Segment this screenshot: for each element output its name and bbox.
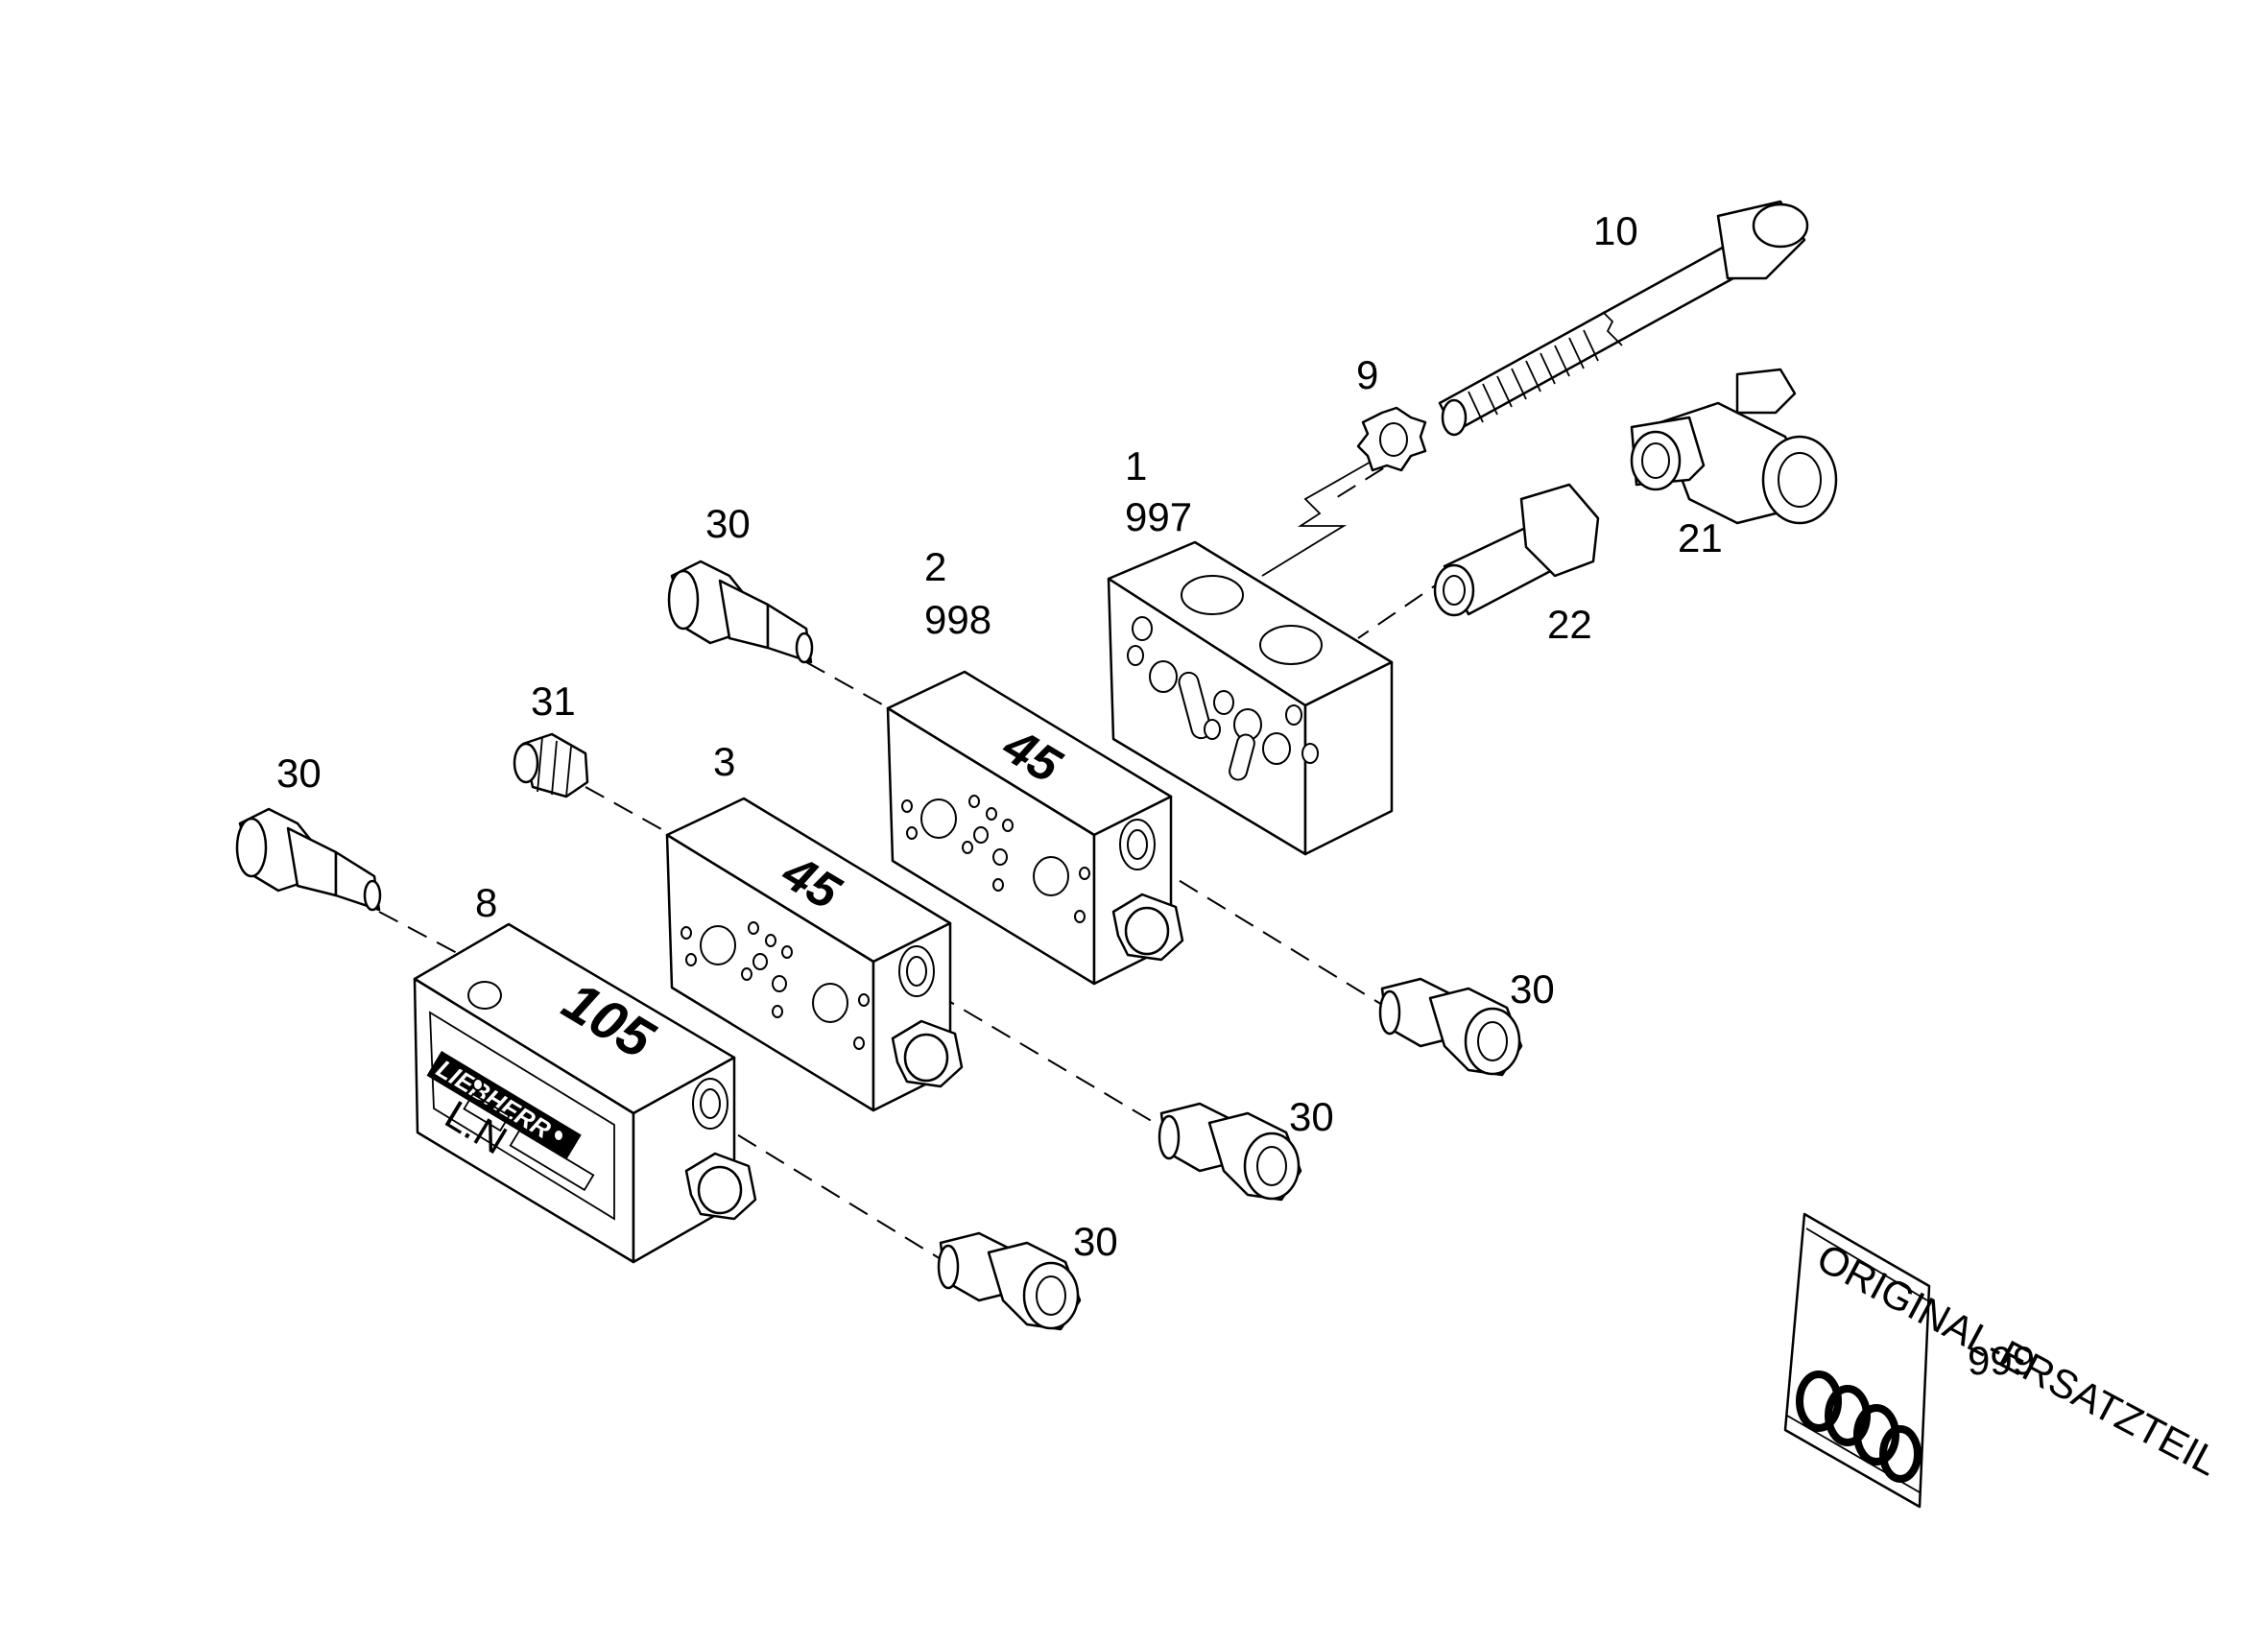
- block-8: 105 LIEBHERR L.N: [413, 922, 757, 1264]
- callout-9: 9: [1356, 352, 1378, 397]
- fitting-30-right-3: [937, 1231, 1082, 1331]
- tee-fitting-21: [1630, 368, 1838, 525]
- plug-31: [513, 732, 589, 798]
- callout-10: 10: [1593, 208, 1638, 253]
- callout-30-right-1: 30: [1510, 966, 1555, 1012]
- callout-997: 997: [1125, 494, 1192, 539]
- callout-999: 999: [1968, 1338, 2035, 1383]
- callout-30-right-2: 30: [1289, 1094, 1334, 1139]
- fitting-30-right-1: [1378, 977, 1523, 1077]
- fitting-30-right-2: [1158, 1102, 1302, 1202]
- bolt-10: [1438, 200, 1809, 437]
- callout-31: 31: [531, 679, 576, 724]
- callout-8: 8: [475, 880, 497, 925]
- callout-22: 22: [1547, 602, 1592, 647]
- callout-30-left: 30: [276, 751, 322, 796]
- block-3: 45: [665, 797, 964, 1112]
- fitting-30-left: [235, 807, 382, 912]
- banjo-bolt-22: [1433, 483, 1600, 617]
- block-1: [1107, 540, 1394, 856]
- callout-1: 1: [1125, 443, 1147, 488]
- callout-30-right-3: 30: [1073, 1219, 1118, 1264]
- callout-30-top: 30: [705, 501, 751, 546]
- callout-998: 998: [924, 597, 991, 642]
- washer-9: [1356, 406, 1427, 472]
- callout-21: 21: [1678, 515, 1723, 560]
- fitting-30-top: [667, 560, 814, 664]
- callout-2: 2: [924, 544, 946, 589]
- callout-3: 3: [713, 739, 735, 784]
- callouts: 10 9 1 997 21 22 30 2 998 31 3 30 8 30 3…: [276, 208, 2035, 1383]
- block-2: 45: [886, 670, 1184, 986]
